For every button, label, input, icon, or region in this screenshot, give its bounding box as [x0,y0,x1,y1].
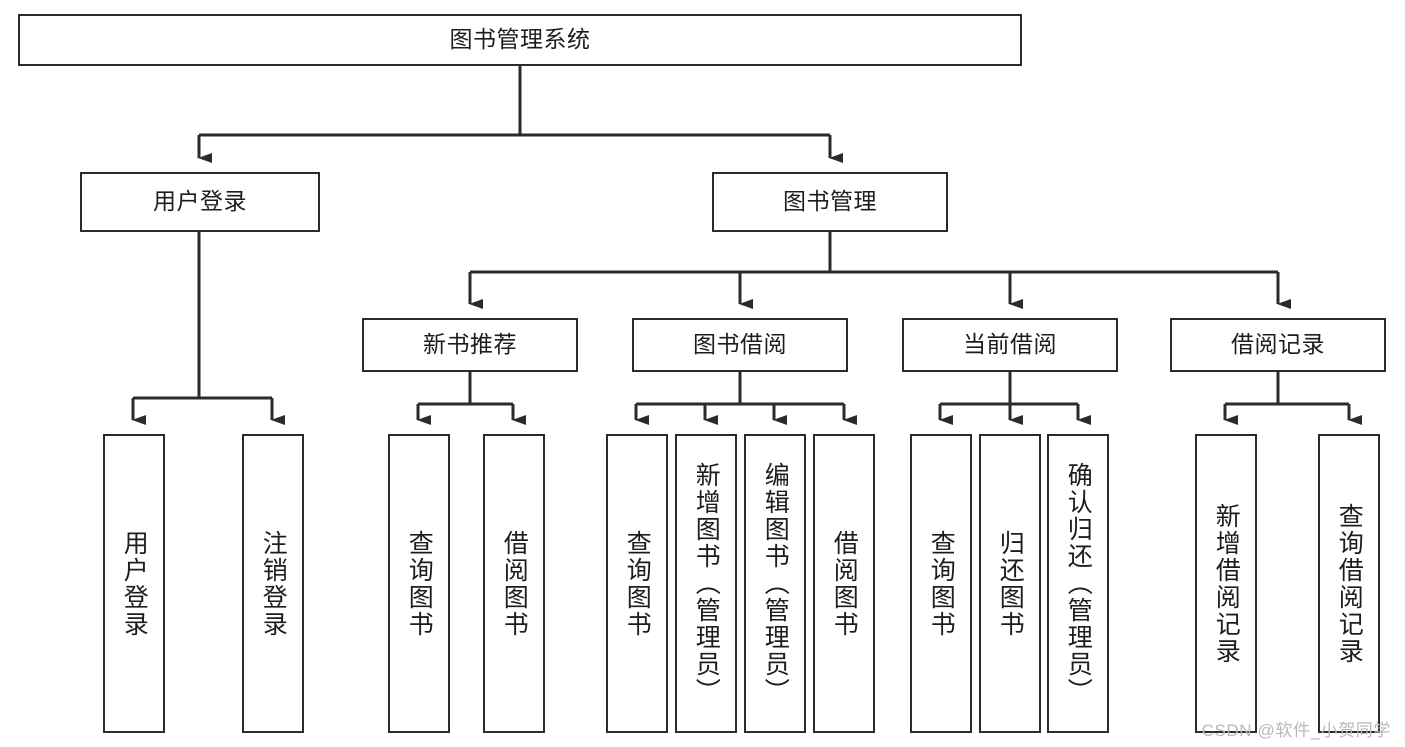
leaf-query-book-current[interactable]: 查询图书 [910,434,972,733]
leaf-logout-label: 注销登录 [259,529,288,638]
leaf-user-login[interactable]: 用户登录 [103,434,165,733]
node-book-borrow-label: 图书借阅 [693,331,787,358]
node-borrow-record[interactable]: 借阅记录 [1170,318,1386,372]
node-current-borrow-label: 当前借阅 [963,331,1057,358]
leaf-query-book-recommend-label: 查询图书 [405,529,434,638]
leaf-edit-book-admin[interactable]: 编辑图书（管理员） [744,434,806,733]
leaf-user-login-label: 用户登录 [120,529,149,638]
node-book-management-label: 图书管理 [783,188,877,215]
node-new-book-recommend[interactable]: 新书推荐 [362,318,578,372]
leaf-borrow-book-recommend[interactable]: 借阅图书 [483,434,545,733]
leaf-query-book-borrow-label: 查询图书 [623,529,652,638]
node-current-borrow[interactable]: 当前借阅 [902,318,1118,372]
leaf-return-book[interactable]: 归还图书 [979,434,1041,733]
leaf-add-borrow-record-label: 新增借阅记录 [1212,502,1241,665]
node-book-management[interactable]: 图书管理 [712,172,948,232]
node-user-login-label: 用户登录 [153,188,247,215]
node-user-login[interactable]: 用户登录 [80,172,320,232]
leaf-query-book-recommend[interactable]: 查询图书 [388,434,450,733]
node-book-borrow[interactable]: 图书借阅 [632,318,848,372]
leaf-edit-book-admin-label: 编辑图书（管理员） [761,462,790,705]
leaf-borrow-book[interactable]: 借阅图书 [813,434,875,733]
node-new-book-recommend-label: 新书推荐 [423,331,517,358]
leaf-borrow-book-recommend-label: 借阅图书 [500,529,529,638]
node-root[interactable]: 图书管理系统 [18,14,1022,66]
leaf-query-book-borrow[interactable]: 查询图书 [606,434,668,733]
leaf-confirm-return-admin[interactable]: 确认归还（管理员） [1047,434,1109,733]
node-borrow-record-label: 借阅记录 [1231,331,1325,358]
leaf-query-borrow-record[interactable]: 查询借阅记录 [1318,434,1380,733]
leaf-return-book-label: 归还图书 [996,529,1025,638]
node-root-label: 图书管理系统 [449,26,591,53]
leaf-borrow-book-label: 借阅图书 [830,529,859,638]
leaf-logout[interactable]: 注销登录 [242,434,304,733]
leaf-confirm-return-admin-label: 确认归还（管理员） [1064,462,1093,705]
leaf-query-book-current-label: 查询图书 [927,529,956,638]
leaf-add-borrow-record[interactable]: 新增借阅记录 [1195,434,1257,733]
leaf-add-book-admin[interactable]: 新增图书（管理员） [675,434,737,733]
leaf-add-book-admin-label: 新增图书（管理员） [692,462,721,705]
leaf-query-borrow-record-label: 查询借阅记录 [1335,502,1364,665]
